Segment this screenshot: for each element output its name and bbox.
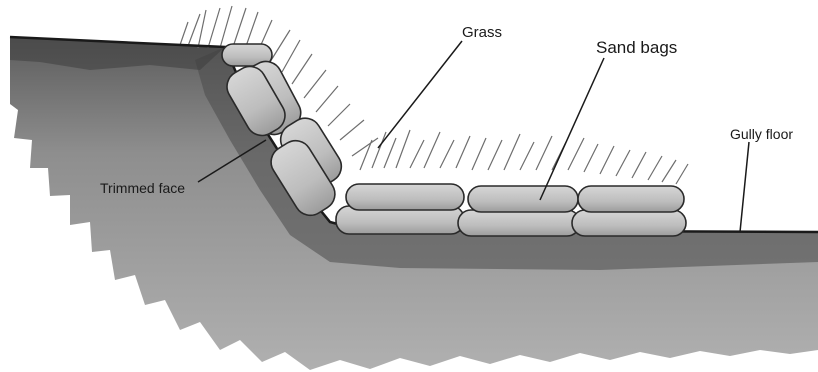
grass-label: Grass bbox=[462, 25, 502, 40]
gully-floor-leader-line bbox=[740, 142, 749, 232]
sand-bag bbox=[578, 186, 684, 212]
gully-floor-label: Gully floor bbox=[730, 127, 793, 141]
sand-bag bbox=[346, 184, 464, 210]
sand-bag bbox=[572, 210, 686, 236]
sand-bag bbox=[468, 186, 578, 212]
sand-bag bbox=[458, 210, 580, 236]
trimmed-face-label: Trimmed face bbox=[100, 181, 185, 195]
sand-bags-label: Sand bags bbox=[596, 39, 677, 56]
grass-leader-line bbox=[378, 41, 462, 148]
sand-bags-leader-line bbox=[540, 58, 604, 200]
